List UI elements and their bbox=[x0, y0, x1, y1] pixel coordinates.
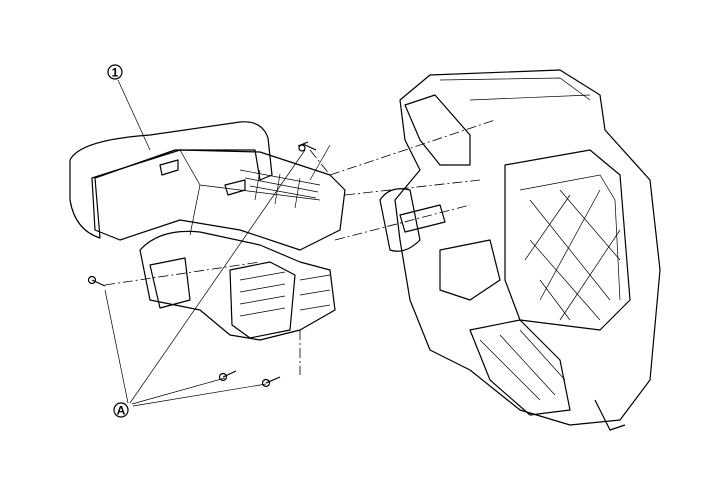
callout-1: 1 bbox=[107, 64, 123, 80]
callout-1-label: 1 bbox=[112, 66, 119, 80]
screw-lower-1[interactable] bbox=[218, 370, 237, 382]
screw-lower-2[interactable] bbox=[261, 376, 281, 388]
leader-lines bbox=[104, 79, 331, 407]
left-housing-assembly bbox=[69, 121, 346, 341]
alignment-lines bbox=[104, 119, 496, 375]
screw-top[interactable] bbox=[297, 141, 317, 152]
right-hvac-unit bbox=[379, 69, 661, 431]
screw-left[interactable] bbox=[87, 275, 106, 287]
callout-a-label: A bbox=[117, 404, 126, 418]
callout-a[interactable]: A bbox=[113, 402, 129, 418]
